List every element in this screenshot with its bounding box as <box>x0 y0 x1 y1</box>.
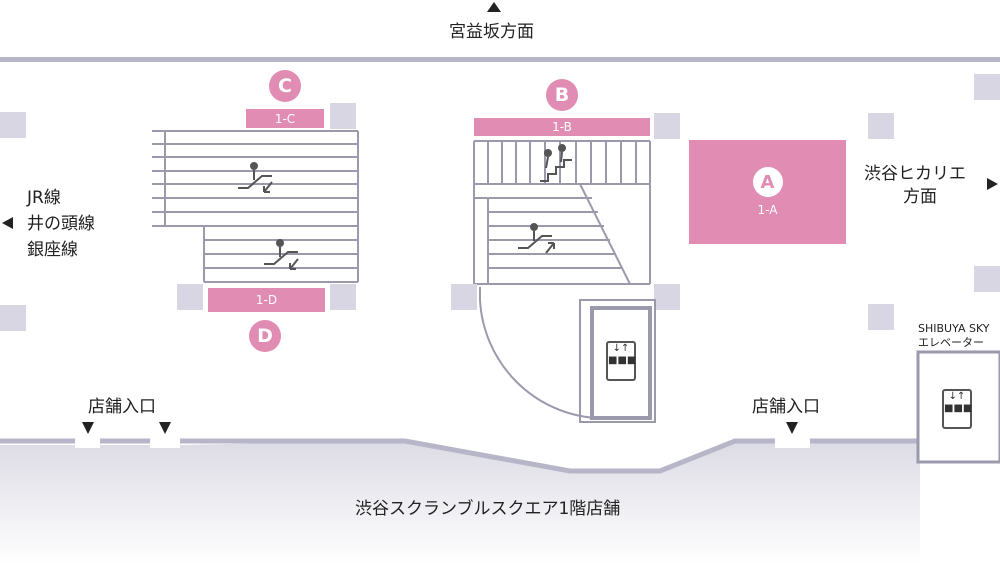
south-shop-area <box>0 440 920 565</box>
exit-c-pin[interactable]: C <box>269 70 301 102</box>
exit-a-code: 1-A <box>757 203 778 217</box>
exit-d-bar[interactable]: 1-D <box>208 288 325 312</box>
pillar <box>974 74 1000 100</box>
entrance-label-east: 店舗入口 <box>752 397 820 417</box>
direction-west-line-1: JR線 <box>27 188 61 208</box>
exit-a-pin: A <box>752 167 783 197</box>
direction-west-line-2: 井の頭線 <box>27 214 95 234</box>
entrance-label-west: 店舗入口 <box>88 397 156 417</box>
pillar <box>974 266 1000 292</box>
escalator-cd-block <box>152 130 359 283</box>
exit-b-pin[interactable]: B <box>546 79 578 111</box>
north-wall <box>0 57 1000 62</box>
entrance-arrow-icon <box>82 422 94 434</box>
elevator-icon: ↓↑■■■ <box>942 389 972 429</box>
sky-elevator-box <box>916 350 1000 464</box>
direction-east-line-1: 渋谷ヒカリエ <box>864 164 966 184</box>
pillar <box>654 113 680 139</box>
direction-south-label: 渋谷スクランブルスクエア1階店舗 <box>355 499 621 519</box>
entrance-gap <box>150 438 180 448</box>
stairs-icon <box>540 144 572 182</box>
direction-north-label: 宮益坂方面 <box>449 22 534 42</box>
direction-west-line-3: 銀座線 <box>27 240 78 260</box>
elevator-icon: ↓↑■■■ <box>606 341 636 381</box>
pillar <box>0 305 26 331</box>
escalator-icon <box>518 223 555 254</box>
pillar <box>868 304 894 330</box>
pillar <box>330 103 356 129</box>
elevator-frame <box>579 299 656 423</box>
pillar <box>868 113 894 139</box>
direction-east-line-2: 方面 <box>903 187 937 207</box>
pillar <box>654 284 680 310</box>
entrance-arrow-icon <box>786 422 798 434</box>
north-arrow-icon <box>487 2 501 12</box>
elevator-shaft <box>590 306 652 420</box>
escalator-icon <box>238 162 273 193</box>
east-arrow-icon <box>987 178 998 190</box>
pillar <box>177 284 203 310</box>
south-wall <box>0 438 920 474</box>
entrance-gap <box>75 438 100 448</box>
pillar <box>0 112 26 138</box>
exit-c-bar[interactable]: 1-C <box>246 109 324 128</box>
pillar <box>451 284 477 310</box>
pillar <box>330 284 356 310</box>
entrance-arrow-icon <box>159 422 171 434</box>
escalator-icon <box>264 239 299 270</box>
exit-a-area[interactable]: A 1-A <box>689 140 846 244</box>
entrance-gap <box>775 438 810 448</box>
sky-elevator-name: SHIBUYA SKY <box>918 322 990 335</box>
exit-b-bar[interactable]: 1-B <box>474 118 650 136</box>
escalator-b-block <box>473 140 651 285</box>
west-arrow-icon <box>2 217 13 229</box>
sky-elevator-label: エレベーター <box>918 336 984 349</box>
exit-d-pin[interactable]: D <box>249 320 281 352</box>
curved-wall <box>479 287 596 419</box>
